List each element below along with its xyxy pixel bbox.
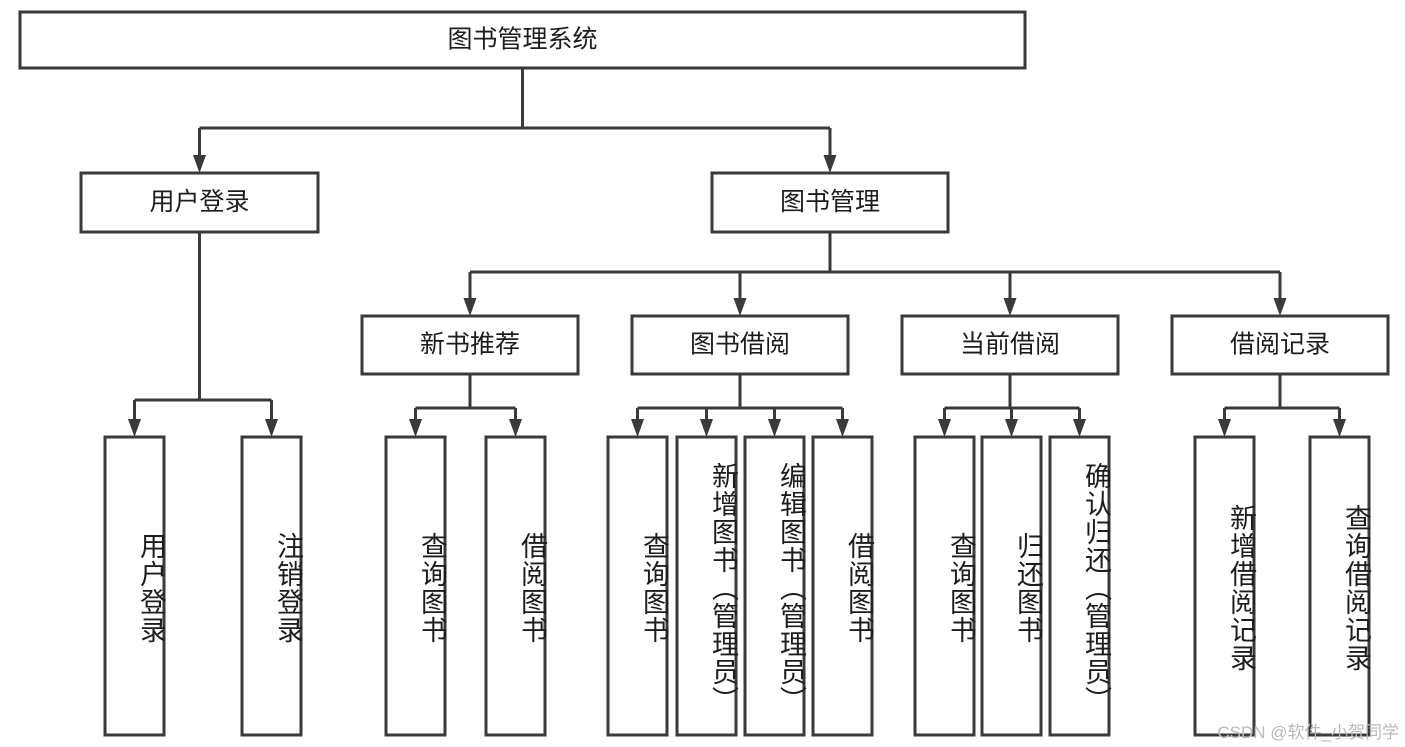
arrow-head-icon xyxy=(1333,419,1346,437)
node-box-leaf-query-book-cur[interactable] xyxy=(913,435,976,737)
arrow-head-icon xyxy=(631,419,644,437)
node-label-root: 图书管理系统 xyxy=(447,26,597,54)
node-box-borrow-record[interactable] xyxy=(1170,314,1390,376)
node-box-leaf-user-login[interactable] xyxy=(103,435,166,737)
node-box-leaf-return-book[interactable] xyxy=(980,435,1043,737)
node-box-leaf-add-book-admin[interactable] xyxy=(675,435,738,737)
node-box-leaf-borrow-book-rec[interactable] xyxy=(484,435,547,737)
arrow-head-icon xyxy=(1273,298,1287,316)
arrow-head-icon xyxy=(823,155,837,173)
arrow-head-icon xyxy=(509,419,522,437)
arrow-head-icon xyxy=(193,155,206,173)
node-box-layer xyxy=(18,10,1390,737)
node-box-leaf-confirm-return-admin[interactable] xyxy=(1048,435,1111,737)
arrow-head-icon xyxy=(463,298,477,316)
arrow-head-icon xyxy=(1003,298,1017,316)
arrow-head-icon xyxy=(128,419,141,437)
node-box-leaf-borrow-book[interactable] xyxy=(811,435,874,737)
arrow-head-icon xyxy=(1218,419,1231,437)
node-label-user-login: 用户登录 xyxy=(149,188,249,216)
node-box-leaf-query-borrow-record[interactable] xyxy=(1308,435,1371,737)
arrow-head-icon xyxy=(733,298,747,316)
node-box-book-manage[interactable] xyxy=(710,171,950,234)
arrow-head-icon xyxy=(768,419,781,437)
node-label-new-book-recommend: 新书推荐 xyxy=(420,331,520,359)
arrow-head-icon xyxy=(700,419,713,437)
connector-layer xyxy=(128,68,1346,437)
arrow-head-icon xyxy=(1005,419,1018,437)
arrow-head-icon xyxy=(938,419,951,437)
node-box-leaf-edit-book-admin[interactable] xyxy=(743,435,806,737)
node-box-leaf-query-book[interactable] xyxy=(606,435,669,737)
node-box-current-borrow[interactable] xyxy=(900,314,1120,376)
node-box-user-login[interactable] xyxy=(79,171,320,234)
arrow-head-icon xyxy=(265,419,278,437)
node-box-new-book-recommend[interactable] xyxy=(360,314,580,376)
node-box-leaf-add-borrow-record[interactable] xyxy=(1193,435,1256,737)
node-label-book-manage: 图书管理 xyxy=(780,188,880,216)
node-label-book-borrow: 图书借阅 xyxy=(690,331,790,359)
arrow-head-icon xyxy=(836,419,849,437)
arrow-head-icon xyxy=(409,419,422,437)
node-box-leaf-query-book-rec[interactable] xyxy=(384,435,447,737)
arrow-head-icon xyxy=(1073,419,1086,437)
watermark-text: CSDN @软件_小贺同学 xyxy=(1217,723,1399,742)
node-label-current-borrow: 当前借阅 xyxy=(960,331,1060,359)
node-label-borrow-record: 借阅记录 xyxy=(1230,331,1330,359)
node-box-root[interactable] xyxy=(18,10,1027,70)
node-box-leaf-logout[interactable] xyxy=(240,435,303,737)
node-box-book-borrow[interactable] xyxy=(630,314,850,376)
